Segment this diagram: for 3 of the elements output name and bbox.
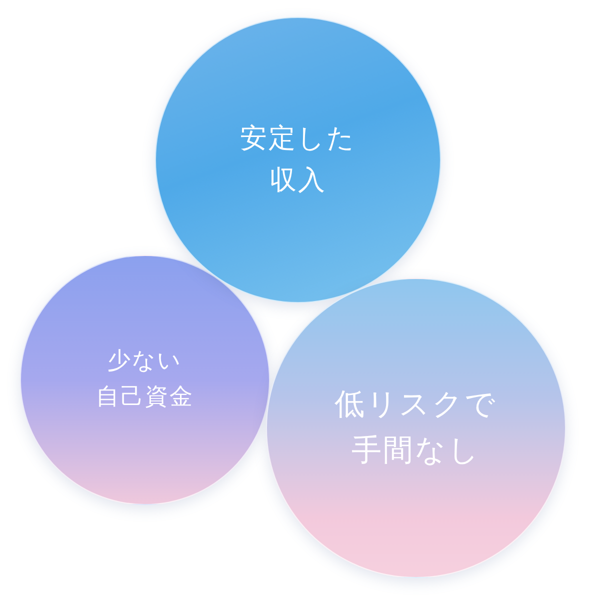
circle-label: 低リスクで手間なし — [334, 386, 498, 470]
circle-label: 安定した収入 — [240, 122, 356, 198]
circle-label: 少ない自己資金 — [96, 347, 194, 412]
